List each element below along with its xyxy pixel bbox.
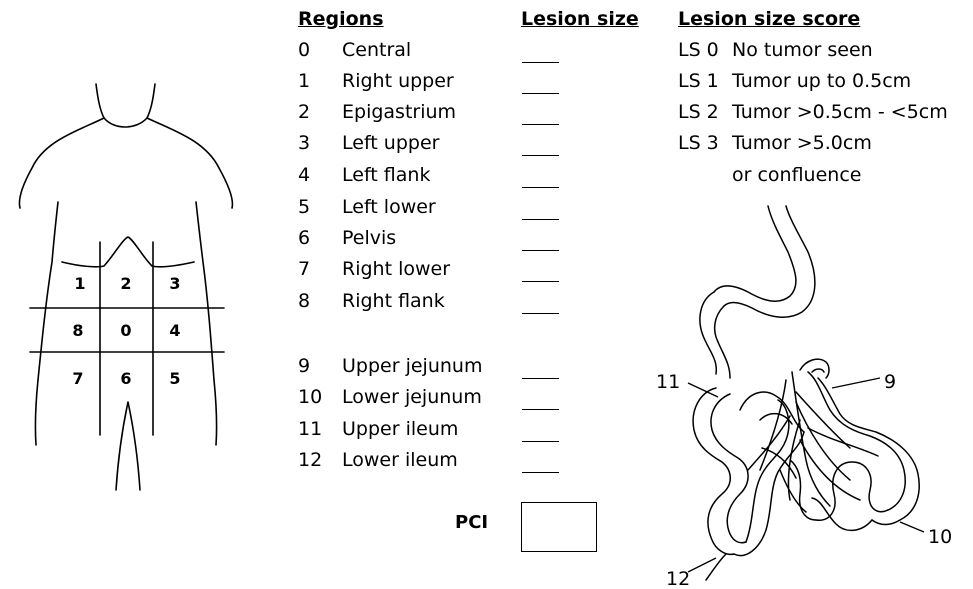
leader-12 [688, 558, 716, 572]
abdomen-figure: 1 2 3 8 0 4 7 6 5 [0, 0, 260, 589]
lesion-size-blank-0[interactable] [522, 62, 559, 63]
region-name: Upper jejunum [342, 351, 482, 382]
lesion-size-blank-3[interactable] [522, 155, 559, 156]
lesion-size-blank-7[interactable] [522, 281, 559, 282]
region-name: Central [342, 35, 411, 66]
score-desc-continuation: or confluence [732, 160, 861, 191]
intestine-label-10: 10 [928, 526, 952, 548]
region-num: 1 [298, 66, 310, 97]
region-name: Right lower [342, 254, 450, 285]
grid-label-2: 2 [120, 274, 131, 293]
region-num: 8 [298, 286, 310, 317]
region-name: Pelvis [342, 223, 396, 254]
grid-label-5: 5 [169, 369, 180, 388]
grid-label-8: 8 [72, 321, 83, 340]
score-desc: Tumor >0.5cm - <5cm [732, 97, 948, 128]
region-num: 5 [298, 192, 310, 223]
region-name: Epigastrium [342, 97, 456, 128]
region-name: Left upper [342, 128, 439, 159]
lesion-size-blank-4[interactable] [522, 187, 559, 188]
lesion-size-blank-8[interactable] [522, 313, 559, 314]
score-code: LS 0 [678, 35, 719, 66]
neck-right-line [147, 84, 155, 118]
grid-label-0: 0 [120, 321, 131, 340]
lesion-size-blank-6[interactable] [522, 250, 559, 251]
pci-label: PCI [455, 512, 488, 533]
region-name: Lower jejunum [342, 382, 482, 413]
region-name: Upper ileum [342, 414, 458, 445]
torso-right-line [196, 202, 217, 445]
leader-11 [688, 383, 718, 397]
region-num: 10 [298, 382, 322, 413]
region-num: 2 [298, 97, 310, 128]
intestine-label-12: 12 [666, 568, 690, 589]
lesion-size-header: Lesion size [521, 8, 639, 30]
leader-9 [832, 378, 880, 388]
region-num: 11 [298, 414, 322, 445]
region-num: 12 [298, 445, 322, 476]
lesion-size-blank-10[interactable] [522, 409, 559, 410]
intestine-label-11: 11 [656, 371, 680, 393]
grid-label-1: 1 [74, 274, 85, 293]
region-name: Left flank [342, 160, 430, 191]
lesion-size-score-header: Lesion size score [678, 8, 860, 30]
lesion-size-blank-5[interactable] [522, 219, 559, 220]
rib-arch [62, 237, 194, 267]
pci-input-box[interactable] [521, 502, 597, 552]
grid-label-3: 3 [169, 274, 180, 293]
region-num: 6 [298, 223, 310, 254]
region-name: Right upper [342, 66, 454, 97]
lesion-size-blank-2[interactable] [522, 124, 559, 125]
lesion-size-blank-1[interactable] [522, 93, 559, 94]
score-code: LS 3 [678, 128, 719, 159]
score-desc: Tumor up to 0.5cm [732, 66, 911, 97]
lesion-size-blank-9[interactable] [522, 378, 559, 379]
grid-label-6: 6 [120, 369, 131, 388]
region-name: Left lower [342, 192, 436, 223]
lesion-size-blank-11[interactable] [522, 441, 559, 442]
region-num: 3 [298, 128, 310, 159]
regions-header: Regions [298, 8, 384, 30]
region-name: Lower ileum [342, 445, 458, 476]
leader-10 [900, 522, 924, 532]
region-name: Right flank [342, 286, 445, 317]
region-num: 4 [298, 160, 310, 191]
region-num: 0 [298, 35, 310, 66]
torso-left-line [35, 202, 58, 445]
score-desc: Tumor >5.0cm [732, 128, 872, 159]
score-desc: No tumor seen [732, 35, 873, 66]
lesion-size-blank-12[interactable] [522, 472, 559, 473]
chin-line [104, 118, 147, 127]
region-num: 9 [298, 351, 310, 382]
score-code: LS 2 [678, 97, 719, 128]
leg-inner-line [116, 402, 140, 490]
left-shoulder-line [20, 118, 105, 208]
score-code: LS 1 [678, 66, 719, 97]
right-shoulder-line [147, 118, 232, 208]
grid-label-7: 7 [72, 369, 83, 388]
grid-label-4: 4 [169, 321, 180, 340]
region-num: 7 [298, 254, 310, 285]
intestine-label-9: 9 [884, 371, 896, 393]
neck-left-line [96, 84, 104, 118]
